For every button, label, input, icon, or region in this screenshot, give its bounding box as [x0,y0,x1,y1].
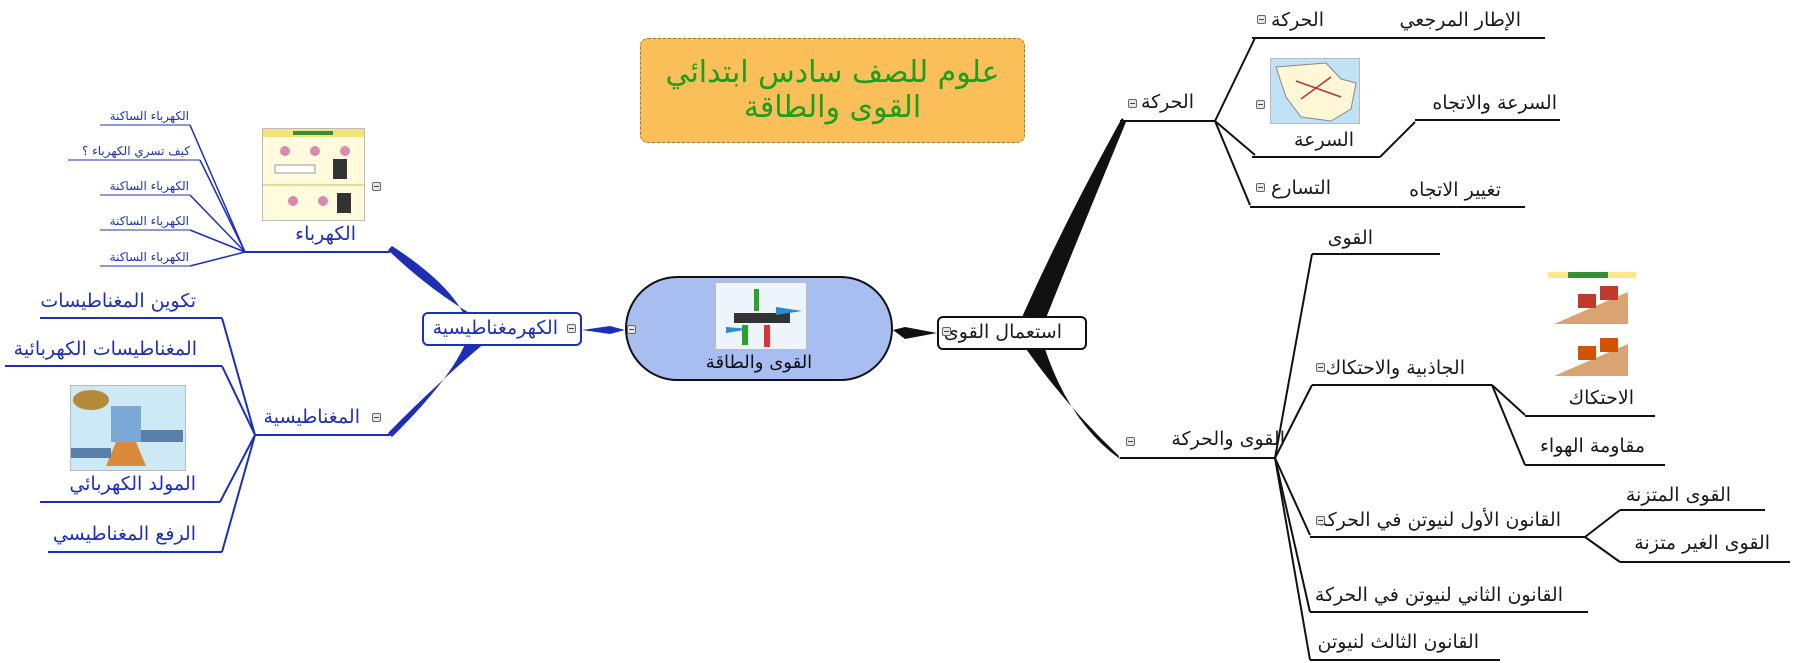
label-balanced-forces: القوى المتزنة [1625,484,1731,506]
gravity-friction-collapse-icon[interactable] [1316,363,1325,372]
use-of-forces-collapse-icon[interactable] [942,327,951,336]
newton-first-collapse-icon[interactable] [1316,516,1325,525]
label-gravity-friction: الجاذبية والاحتكاك [1325,357,1465,379]
label-newton-third: القانون الثالث لنيوتن [1317,631,1479,653]
label-reference-frame: الإطار المرجعي [1399,9,1521,31]
speed-map-image [1270,58,1360,124]
circuit-icon [263,129,364,213]
label-electricity-item-4: الكهرباء الساكنة [109,214,189,228]
label-use-of-forces: استعمال القوى [943,321,1062,343]
label-friction: الاحتكاك [1568,387,1634,409]
acceleration-collapse-icon[interactable] [1256,183,1265,192]
sub-motion-collapse-icon[interactable] [1257,15,1266,24]
node-use-of-forces[interactable] [937,316,1087,350]
label-magnet-formation: تكوين المغناطيسات [40,290,196,312]
speed-collapse-icon[interactable] [1256,100,1265,109]
magnetism-collapse-icon[interactable] [372,413,381,422]
friction-image [1548,272,1636,382]
electricity-image [262,128,365,221]
label-electricity-item-1: الكهرباء الساكنة [109,109,189,123]
forces-image [715,282,807,350]
electricity-collapse-icon[interactable] [372,182,381,191]
title-line-1: علوم للصف سادس ابتدائي [665,55,1000,90]
center-label: القوى والطاقة [705,352,813,373]
map-icon [1275,62,1357,122]
label-change-direction: تغيير الاتجاه [1409,179,1501,201]
title-line-2: القوى والطاقة [743,89,922,125]
motion-collapse-icon[interactable] [1128,99,1137,108]
label-air-resistance: مقاومة الهواء [1539,435,1645,457]
generator-icon [71,390,183,466]
label-forces-motion: القوى والحركة [1171,428,1285,450]
label-acceleration: التسارع [1270,177,1331,199]
forces-motion-collapse-icon[interactable] [1126,437,1135,446]
label-electromagnetism: الكهرمغناطيسية [432,317,558,339]
label-unbalanced-forces: القوى الغير متزنة [1634,532,1770,554]
forces-illustration-icon [726,289,802,347]
center-collapse-icon[interactable] [627,325,636,334]
connector-to-electricity [388,246,500,330]
label-electromagnets: المغناطيسات الكهربائية [13,338,197,360]
node-electromagnetism[interactable] [422,312,582,346]
electromagnetism-collapse-icon[interactable] [567,324,576,333]
connector-center-left [582,326,625,334]
label-electricity-item-5: الكهرباء الساكنة [109,250,189,264]
label-newton-first: القانون الأول لنيوتن في الحركة [1317,509,1561,531]
label-speed-direction: السرعة والاتجاه [1432,92,1557,114]
label-sub-motion: الحركة [1270,9,1324,31]
connector-to-magnetism [388,330,500,437]
label-generator: المولد الكهربائي [69,473,196,495]
label-maglev: الرفع المغناطيسي [52,523,196,545]
label-electricity-item-3: الكهرباء الساكنة [109,179,189,193]
label-forces: القوى [1327,227,1373,249]
label-motion: الحركة [1140,91,1194,113]
connector-to-forces-motion [1015,333,1120,459]
label-electricity-item-2: كيف تسري الكهرباء ؟ [81,144,190,158]
label-magnetism: المغناطيسية [263,406,360,428]
friction-ramps-icon [1548,272,1636,376]
label-speed: السرعة [1293,129,1354,151]
title-box: علوم للصف سادس ابتدائي القوى والطاقة [640,38,1025,143]
label-electricity: الكهرباء [295,223,356,245]
connector-to-motion [1015,118,1126,333]
label-newton-second: القانون الثاني لنيوتن في الحركة [1314,584,1563,606]
center-node[interactable]: القوى والطاقة [625,276,893,381]
connector-center-right [893,327,937,339]
generator-image [70,385,186,471]
